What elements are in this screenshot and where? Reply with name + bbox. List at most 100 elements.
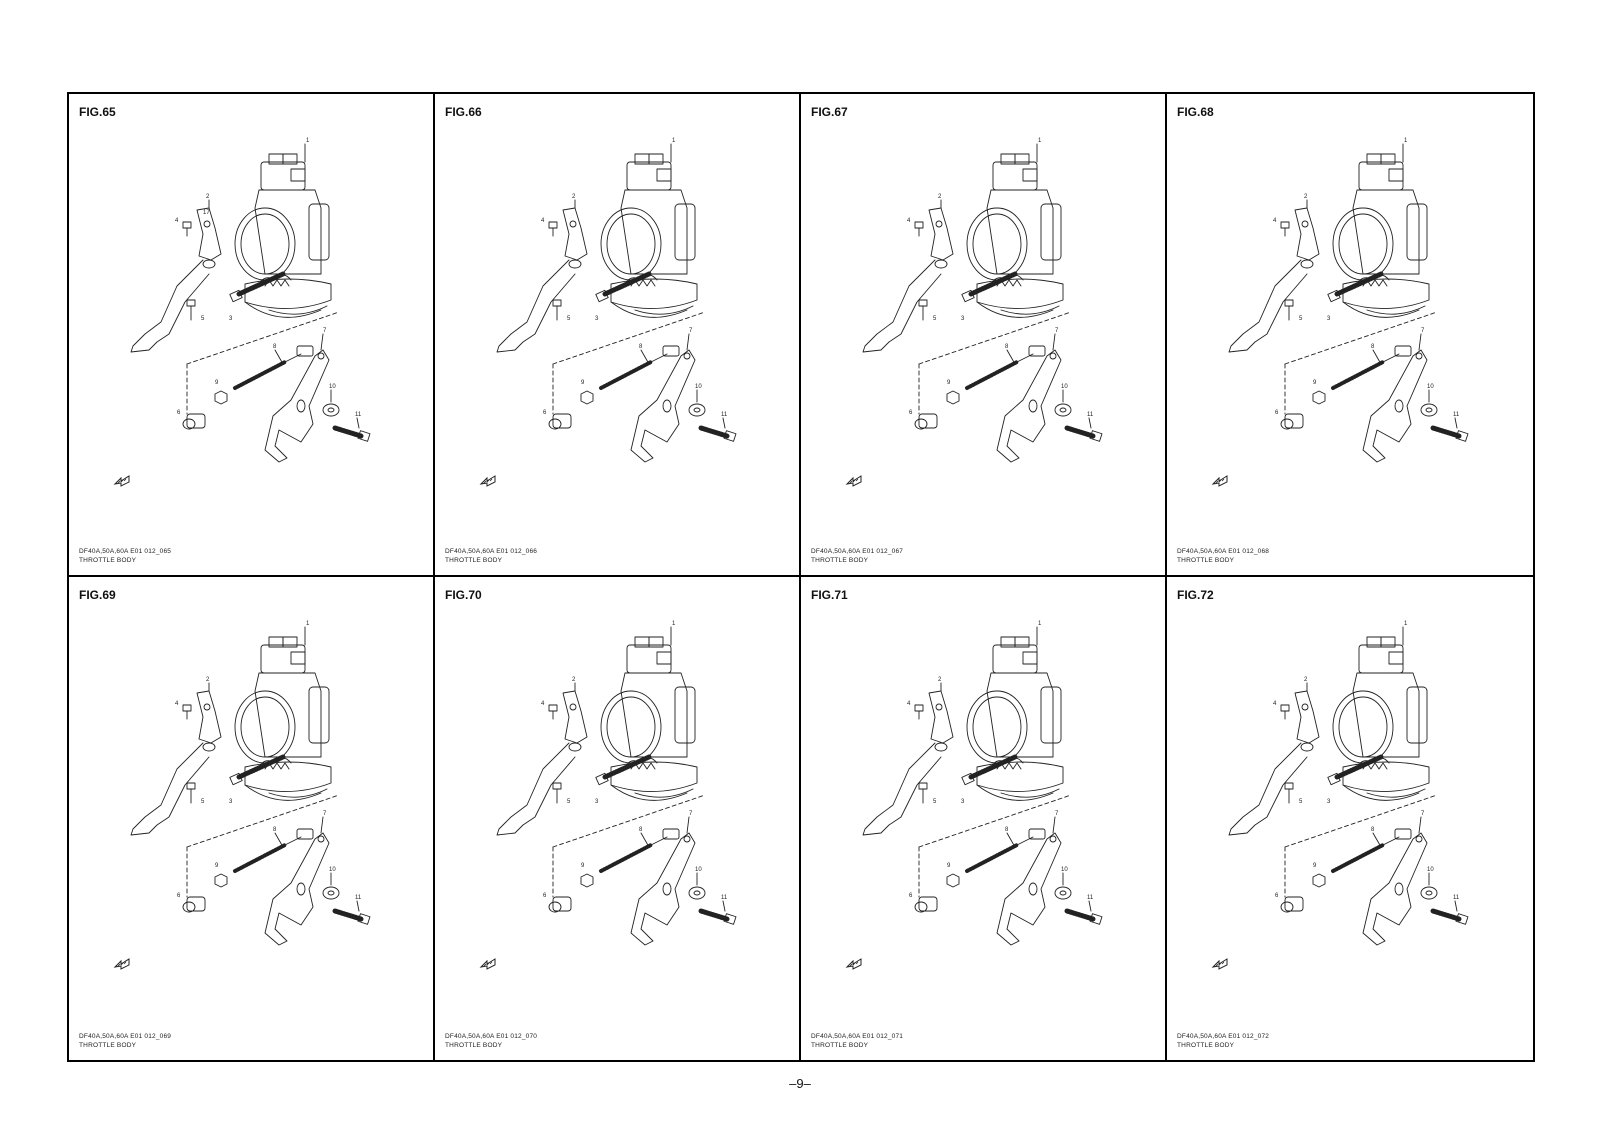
figure-title: FIG.67	[811, 105, 848, 119]
callout-number: 9	[215, 863, 219, 869]
screw-3	[1327, 754, 1384, 786]
callout-number: 9	[581, 863, 585, 869]
screw-5	[552, 782, 562, 804]
callout-number: 10	[329, 867, 336, 873]
callout-number: 7	[1055, 811, 1059, 817]
throttle-bracket	[130, 207, 222, 353]
callout-number: 3	[229, 799, 233, 805]
callout-number: 4	[541, 218, 545, 224]
washer-10	[322, 886, 340, 900]
callout-number: 10	[695, 867, 702, 873]
callout-number: 6	[1275, 410, 1279, 416]
callout-number: 10	[1427, 384, 1434, 390]
figure-caption: DF40A,50A,60A E01 012_071 THROTTLE BODY	[811, 1032, 903, 1050]
throttle-body-exploded-diagram: 1 2 4 5 3 6 7 9 8 10 11	[435, 607, 799, 1027]
callout-number: 9	[1313, 863, 1317, 869]
callout-number: 11	[1087, 895, 1094, 901]
figure-name: THROTTLE BODY	[79, 1042, 137, 1049]
callout-number: 5	[1299, 799, 1303, 805]
callout-number: 7	[1055, 328, 1059, 334]
throttle-lever-7	[264, 832, 330, 946]
figure-cell: FIG.72	[1167, 577, 1533, 1060]
callout-number: 11	[355, 895, 362, 901]
callout-number: 6	[543, 893, 547, 899]
figure-code: DF40A,50A,60A E01 012_069	[79, 1033, 172, 1040]
figure-caption: DF40A,50A,60A E01 012_066 THROTTLE BODY	[445, 547, 537, 565]
screw-5	[186, 782, 196, 804]
link-collar-6	[182, 896, 206, 913]
front-direction-arrow-icon	[845, 474, 863, 488]
callout-number: 3	[1327, 316, 1331, 322]
nut-9	[580, 390, 594, 405]
figure-code: DF40A,50A,60A E01 012_066	[445, 548, 538, 555]
throttle-lever-7	[1362, 832, 1428, 946]
figure-name: THROTTLE BODY	[811, 1042, 869, 1049]
callout-number: 5	[933, 799, 937, 805]
nut-9	[1312, 873, 1326, 888]
throttle-body-exploded-diagram: 1 2 4 5 3 6 7 9 8 10 11	[801, 607, 1165, 1027]
callout-number: 9	[947, 380, 951, 386]
figure-caption: DF40A,50A,60A E01 012_067 THROTTLE BODY	[811, 547, 903, 565]
callout-number: 2	[572, 194, 576, 200]
callout-number: 6	[177, 893, 181, 899]
callout-number: 11	[721, 895, 728, 901]
figure-caption: DF40A,50A,60A E01 012_070 THROTTLE BODY	[445, 1032, 537, 1050]
throttle-body-housing	[966, 636, 1064, 801]
callout-number: 6	[909, 410, 913, 416]
callout-number: 9	[947, 863, 951, 869]
callout-number: 5	[201, 316, 205, 322]
callout-number: 6	[177, 410, 181, 416]
bolt-11	[1064, 908, 1103, 925]
figure-name: THROTTLE BODY	[445, 557, 503, 564]
callout-number: 1	[672, 138, 676, 144]
front-direction-arrow-icon	[113, 957, 131, 971]
bolt-11	[332, 908, 371, 925]
throttle-body-exploded-diagram: 1 2 4 5 3 6 7 9 8 10 11	[435, 124, 799, 544]
link-rod-8	[599, 345, 680, 390]
callout-number: 1	[306, 621, 310, 627]
throttle-bracket	[862, 207, 954, 353]
figure-cell: FIG.69	[69, 577, 435, 1060]
screw-5	[186, 299, 196, 321]
callout-number: 4	[175, 701, 179, 707]
callout-number: 8	[1005, 827, 1009, 833]
callout-number: 10	[695, 384, 702, 390]
bolt-4	[1280, 221, 1290, 237]
figure-title: FIG.68	[1177, 105, 1214, 119]
callout-number: 7	[689, 328, 693, 334]
screw-5	[552, 299, 562, 321]
throttle-lever-7	[630, 349, 696, 463]
bolt-4	[548, 221, 558, 237]
callout-number: 7	[323, 811, 327, 817]
screw-3	[595, 754, 652, 786]
callout-number: 4	[907, 701, 911, 707]
figure-title: FIG.71	[811, 588, 848, 602]
callout-number: 1	[1404, 621, 1408, 627]
callout-number: 1	[306, 138, 310, 144]
figure-code: DF40A,50A,60A E01 012_070	[445, 1033, 538, 1040]
callout-number: 9	[215, 380, 219, 386]
figure-cell: FIG.65	[69, 94, 435, 577]
throttle-bracket	[1228, 690, 1320, 836]
link-rod-8	[1331, 345, 1412, 390]
callout-number: 10	[1427, 867, 1434, 873]
bolt-4	[914, 221, 924, 237]
callout-number: 5	[1299, 316, 1303, 322]
bolt-11	[1430, 908, 1469, 925]
callout-number: 8	[1371, 827, 1375, 833]
throttle-bracket	[130, 690, 222, 836]
washer-10	[1420, 886, 1438, 900]
washer-10	[1054, 886, 1072, 900]
page-number: –9–	[789, 1076, 811, 1091]
callout-number: 6	[1275, 893, 1279, 899]
figure-name: THROTTLE BODY	[445, 1042, 503, 1049]
throttle-body-housing	[234, 636, 332, 801]
callout-number: 11	[355, 412, 362, 418]
callout-number: 8	[1371, 344, 1375, 350]
callout-number: 1	[1404, 138, 1408, 144]
throttle-bracket	[496, 207, 588, 353]
callout-number: 5	[933, 316, 937, 322]
callout-number: 11	[1087, 412, 1094, 418]
bolt-4	[182, 221, 192, 237]
callout-number: 2	[206, 677, 210, 683]
